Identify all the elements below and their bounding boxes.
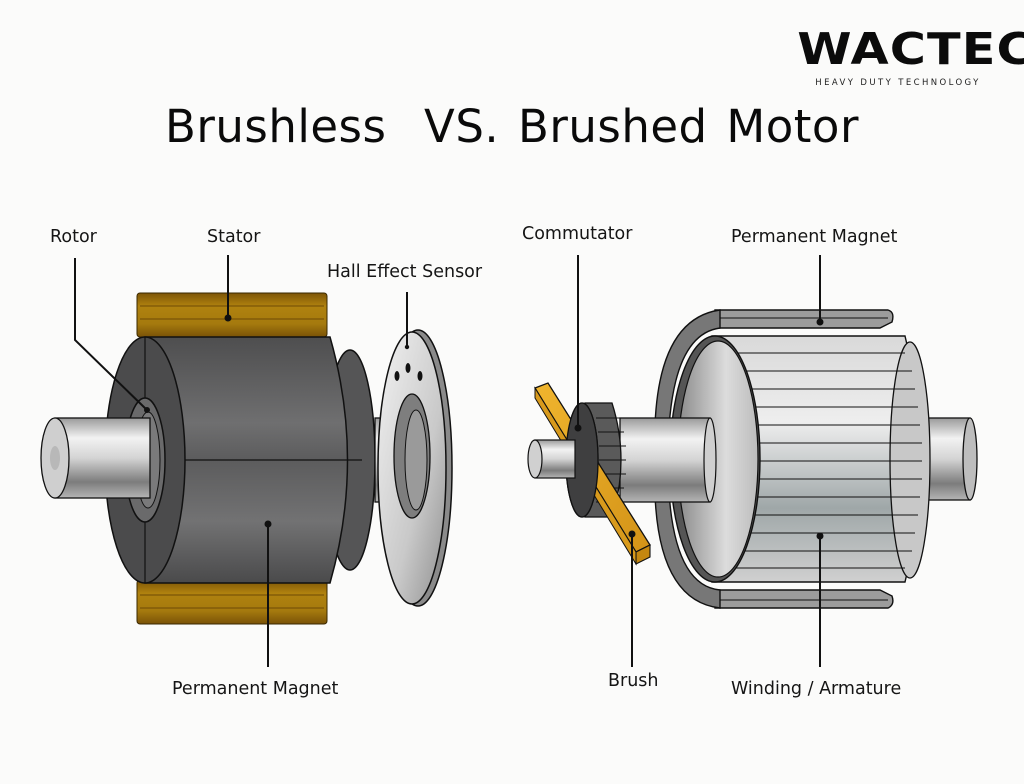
label-stator: Stator [207,227,261,247]
brand-logo: WACTEC HEAVY DUTY TECHNOLOGY [797,26,1024,89]
logo-wordmark: WACTEC [797,24,1024,75]
page-title: Brushless VS. Brushed Motor [165,100,859,153]
brushed-leader-lines [574,255,824,667]
label-hall-effect-sensor: Hall Effect Sensor [327,262,483,282]
stator-top [136,292,328,338]
label-commutator: Commutator [522,224,633,244]
hall-effect-sensor-disc [377,329,453,607]
brushless-leader-lines [74,255,408,667]
label-winding-armature: Winding / Armature [731,679,902,699]
stator-bottom [136,579,328,625]
label-permanent-magnet-brushed: Permanent Magnet [731,227,898,247]
logo-tagline: HEAVY DUTY TECHNOLOGY [815,78,981,88]
label-brush: Brush [608,671,659,691]
label-permanent-magnet-brushless: Permanent Magnet [172,679,339,699]
brushed-motor-illustration [527,309,978,609]
brushless-motor-illustration [40,292,453,625]
label-rotor: Rotor [50,227,97,247]
